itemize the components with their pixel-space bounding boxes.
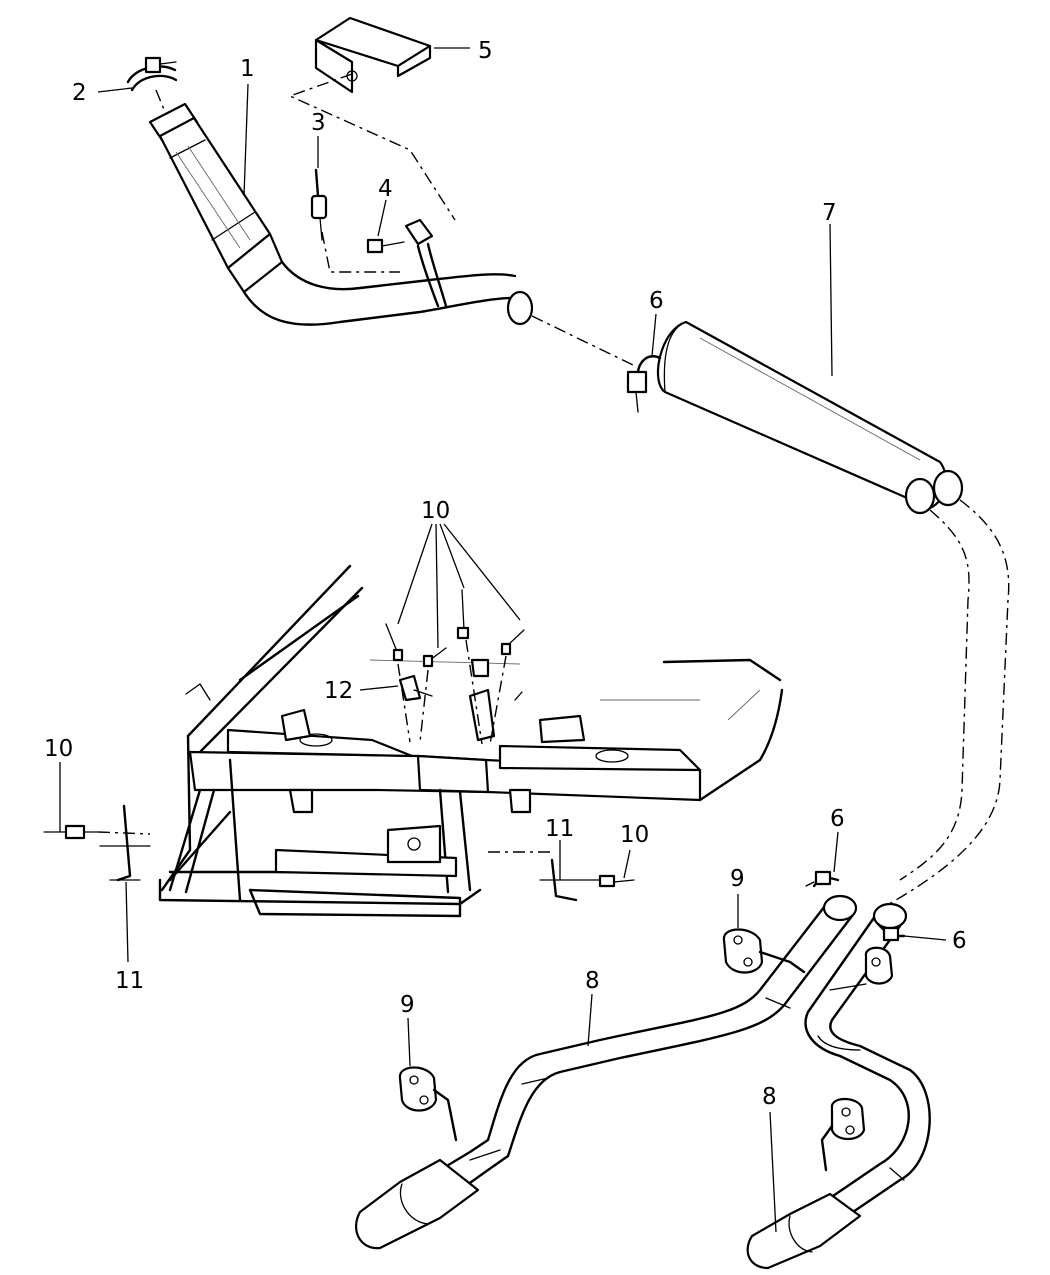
callout-4: 4	[378, 176, 393, 202]
callout-10-left: 10	[44, 736, 73, 762]
clamps-6-lower	[805, 870, 906, 942]
vehicle-frame	[158, 564, 784, 918]
left-hanger-assembly	[43, 804, 151, 882]
oxygen-sensor-3	[310, 168, 328, 241]
callout-3: 3	[311, 110, 326, 136]
callout-7: 7	[822, 200, 837, 226]
bolt-4	[366, 238, 405, 254]
callout-6-top: 6	[649, 288, 664, 314]
callout-10-top: 10	[421, 498, 450, 524]
callout-11-left: 11	[115, 968, 144, 994]
leader-lines	[59, 47, 947, 1233]
heat-shield-bracket-5	[314, 16, 432, 94]
callout-10-right: 10	[620, 822, 649, 848]
clamp-2	[126, 56, 178, 92]
callout-1: 1	[240, 56, 255, 82]
callout-6-right: 6	[952, 928, 967, 954]
callout-8-left: 8	[585, 968, 600, 994]
callout-5: 5	[478, 38, 493, 64]
isolator-9-left	[398, 1066, 458, 1142]
right-hanger-assembly	[488, 851, 635, 902]
bolts-10-top	[385, 589, 525, 678]
isolator-9-right-lower	[820, 1097, 866, 1172]
callout-8-right: 8	[762, 1084, 777, 1110]
tailpipe-left-8	[354, 894, 858, 1250]
callout-9-upper: 9	[730, 866, 745, 892]
clamp-6-top	[626, 355, 662, 413]
callout-12: 12	[324, 678, 353, 704]
isolator-9-right	[829, 946, 894, 991]
callout-11-right: 11	[545, 816, 574, 842]
callout-9-left: 9	[400, 992, 415, 1018]
muffler-7	[656, 320, 964, 515]
callout-2: 2	[72, 80, 87, 106]
isolator-9-upper	[722, 928, 806, 974]
tailpipe-right-8	[746, 902, 931, 1270]
catalytic-converter-pipe	[148, 102, 534, 326]
bracket-12	[398, 674, 433, 702]
callout-6-mid: 6	[830, 806, 845, 832]
